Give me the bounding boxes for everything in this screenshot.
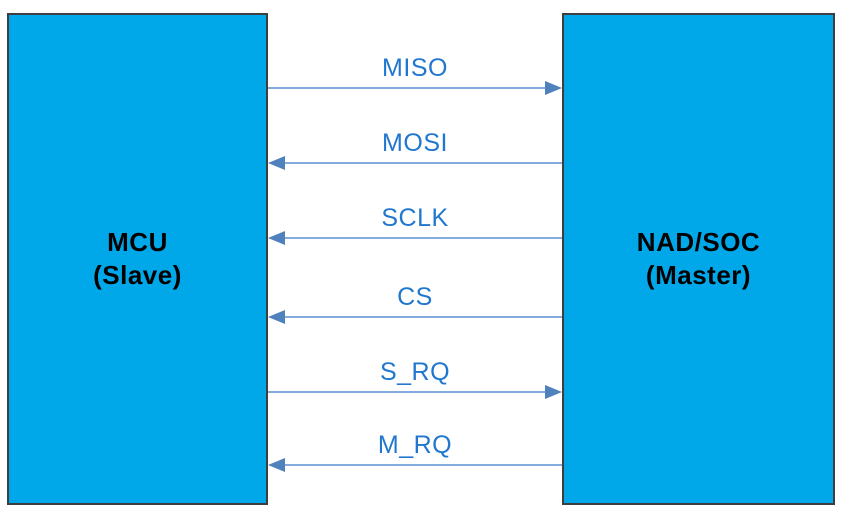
arrow-head-right-icon xyxy=(545,385,562,399)
nad-soc-master-box: NAD/SOC (Master) xyxy=(562,13,835,505)
arrow-line xyxy=(268,87,548,89)
signal-channel: MISO MOSI SCLK CS S_RQ M_RQ xyxy=(268,0,562,514)
nad-soc-box-title: NAD/SOC xyxy=(636,227,761,257)
mcu-slave-box: MCU (Slave) xyxy=(7,13,268,505)
signal-label: MISO xyxy=(382,54,448,82)
nad-soc-box-subtitle: (Master) xyxy=(645,260,752,290)
signal-label: S_RQ xyxy=(379,358,451,386)
arrow-head-right-icon xyxy=(545,81,562,95)
mcu-box-subtitle: (Slave) xyxy=(93,260,182,290)
arrow-line xyxy=(282,316,562,318)
signal-label: M_RQ xyxy=(377,431,453,459)
arrow-head-left-icon xyxy=(268,156,285,170)
arrow-line xyxy=(282,162,562,164)
signal-label: SCLK xyxy=(381,204,449,232)
arrow-line xyxy=(282,237,562,239)
arrow-head-left-icon xyxy=(268,310,285,324)
arrow-head-left-icon xyxy=(268,458,285,472)
mcu-box-title: MCU xyxy=(107,227,168,257)
signal-label: CS xyxy=(397,283,433,311)
arrow-line xyxy=(282,464,562,466)
signal-label: MOSI xyxy=(382,129,448,157)
arrow-head-left-icon xyxy=(268,231,285,245)
arrow-line xyxy=(268,391,548,393)
